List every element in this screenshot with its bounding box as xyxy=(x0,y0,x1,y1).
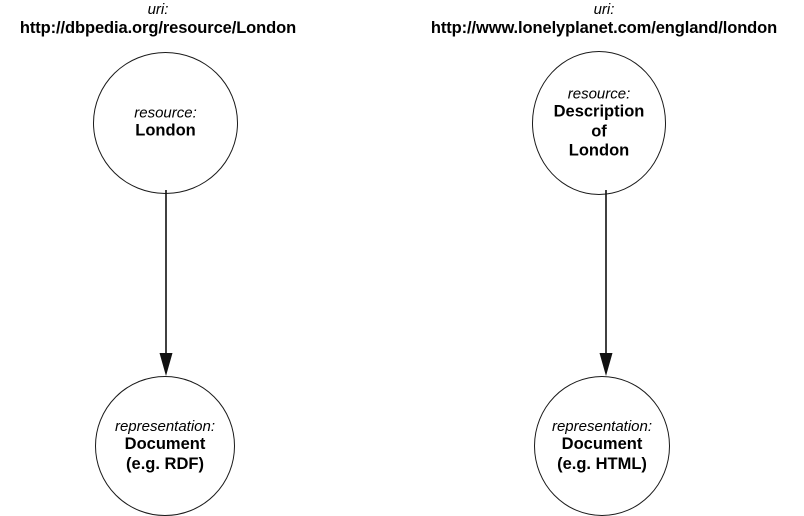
arrow-resource-to-document-left xyxy=(159,190,173,376)
uri-value-label: http://dbpedia.org/resource/London xyxy=(19,18,297,37)
arrow-resource-to-document-right xyxy=(599,190,613,376)
node-name-line: (e.g. RDF) xyxy=(126,454,204,473)
node-representation-rdf-label: representation: Document (e.g. RDF) xyxy=(115,418,215,474)
node-kind-label: representation: xyxy=(551,418,653,436)
uri-key-label: uri: xyxy=(147,1,169,18)
node-representation-rdf[interactable]: representation: Document (e.g. RDF) xyxy=(95,376,235,516)
node-name-line: of xyxy=(591,122,607,141)
arrow-head-icon xyxy=(599,353,613,376)
node-resource-london[interactable]: resource: London xyxy=(93,52,238,194)
node-kind-label: resource: xyxy=(567,85,631,103)
uri-caption-dbpedia: uri: http://dbpedia.org/resource/London xyxy=(0,1,318,37)
node-name-line: London xyxy=(568,141,630,160)
node-name-line: (e.g. HTML) xyxy=(557,454,647,473)
node-kind-label: representation: xyxy=(114,418,216,436)
uri-key-label: uri: xyxy=(593,1,615,18)
node-representation-html[interactable]: representation: Document (e.g. HTML) xyxy=(534,376,670,516)
node-name-line: Document xyxy=(561,435,643,454)
node-kind-label: resource: xyxy=(134,104,197,122)
node-resource-london-label: resource: London xyxy=(134,105,197,142)
node-resource-description-of-london[interactable]: resource: Description of London xyxy=(532,51,666,195)
node-name-line: Description xyxy=(553,103,645,122)
node-name-line: London xyxy=(135,122,196,141)
uri-caption-lonelyplanet: uri: http://www.lonelyplanet.com/england… xyxy=(404,1,804,37)
node-name-line: Document xyxy=(124,435,206,454)
arrow-head-icon xyxy=(159,353,173,376)
node-resource-description-label: resource: Description of London xyxy=(554,86,645,161)
uri-value-label: http://www.lonelyplanet.com/england/lond… xyxy=(430,18,778,37)
node-representation-html-label: representation: Document (e.g. HTML) xyxy=(552,418,652,474)
